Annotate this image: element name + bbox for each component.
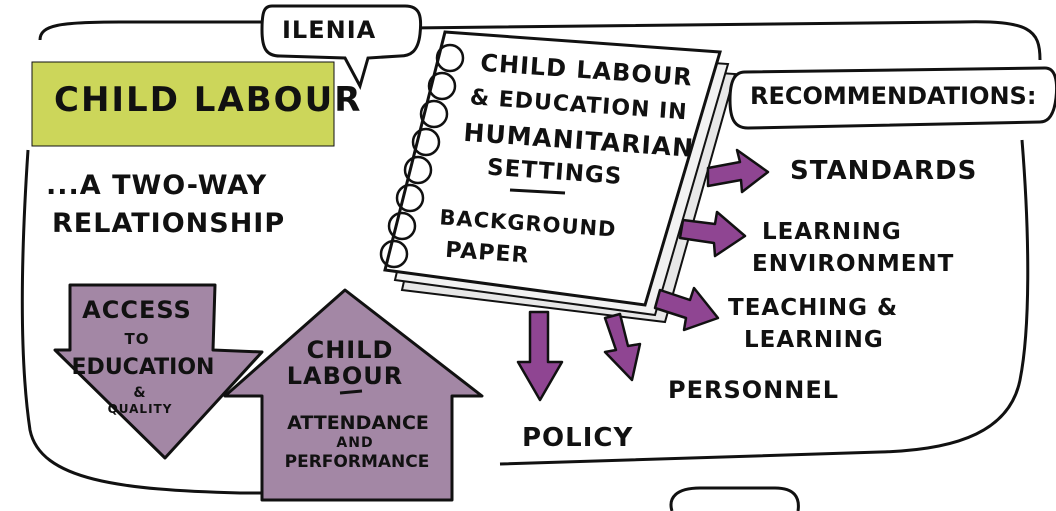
rec-learning-environment-1: LEARNING <box>762 219 902 245</box>
left-frame <box>20 149 265 495</box>
down-arrow-text-3: EDUCATION <box>71 355 215 380</box>
right-frame <box>499 139 1030 466</box>
down-arrow-text-1: ACCESS <box>82 296 192 324</box>
rec-standards: STANDARDS <box>790 156 978 186</box>
arrow-to-policy <box>516 310 564 402</box>
notebook-line-4: SETTINGS <box>486 154 624 190</box>
recommendations-banner <box>728 66 1056 130</box>
outer-frame-top-right <box>409 20 1042 61</box>
notebook-spiral <box>379 43 465 269</box>
up-arrow-text-3: ATTENDANCE <box>287 412 429 434</box>
notebook-divider <box>509 188 566 195</box>
subtitle-line-2: RELATIONSHIP <box>52 208 286 239</box>
notebook-line-1: CHILD LABOUR <box>479 48 694 92</box>
recommendation-arrows <box>516 148 770 402</box>
notebook-text: CHILD LABOUR & EDUCATION IN HUMANITARIAN… <box>439 40 709 296</box>
rec-personnel: PERSONNEL <box>668 376 840 404</box>
page-title: CHILD LABOUR <box>54 80 363 120</box>
arrow-to-teaching <box>653 286 720 332</box>
down-arrow-text-5: QUALITY <box>107 402 173 416</box>
up-arrow-divider <box>339 389 363 395</box>
arrow-to-standards <box>706 148 770 194</box>
title-box <box>31 61 335 147</box>
down-arrow-shape <box>53 283 264 460</box>
speaker-name: ILENIA <box>282 16 377 44</box>
rec-teaching-2: LEARNING <box>744 327 884 353</box>
up-arrow-shape <box>223 288 484 502</box>
recommendations-heading: RECOMMENDATIONS: <box>750 82 1037 110</box>
speaker-bubble <box>260 4 423 90</box>
arrow-to-learning-environment <box>678 210 747 258</box>
up-arrow-text-2: LABOUR <box>286 362 404 390</box>
rec-teaching-1: TEACHING & <box>728 295 899 321</box>
outer-frame-top <box>38 20 265 41</box>
arrow-to-personnel <box>603 312 642 382</box>
up-arrow-text-4: AND <box>336 435 374 451</box>
subtitle-line-1: ...A TWO-WAY <box>46 170 268 201</box>
notebook-front-page <box>383 30 722 307</box>
rec-policy: POLICY <box>522 423 634 453</box>
up-arrow-text-1: CHILD <box>306 336 394 364</box>
up-arrow-text-5: PERFORMANCE <box>284 452 430 472</box>
notebook-line-5: BACKGROUND <box>438 205 618 242</box>
bottom-bubble <box>669 486 800 511</box>
down-arrow-text-4: & <box>133 385 147 401</box>
down-arrow-text-2: TO <box>124 330 150 348</box>
notebook-line-6: PAPER <box>444 237 531 269</box>
notebook-line-2: & EDUCATION IN <box>469 85 689 126</box>
rec-learning-environment-2: ENVIRONMENT <box>752 251 955 277</box>
